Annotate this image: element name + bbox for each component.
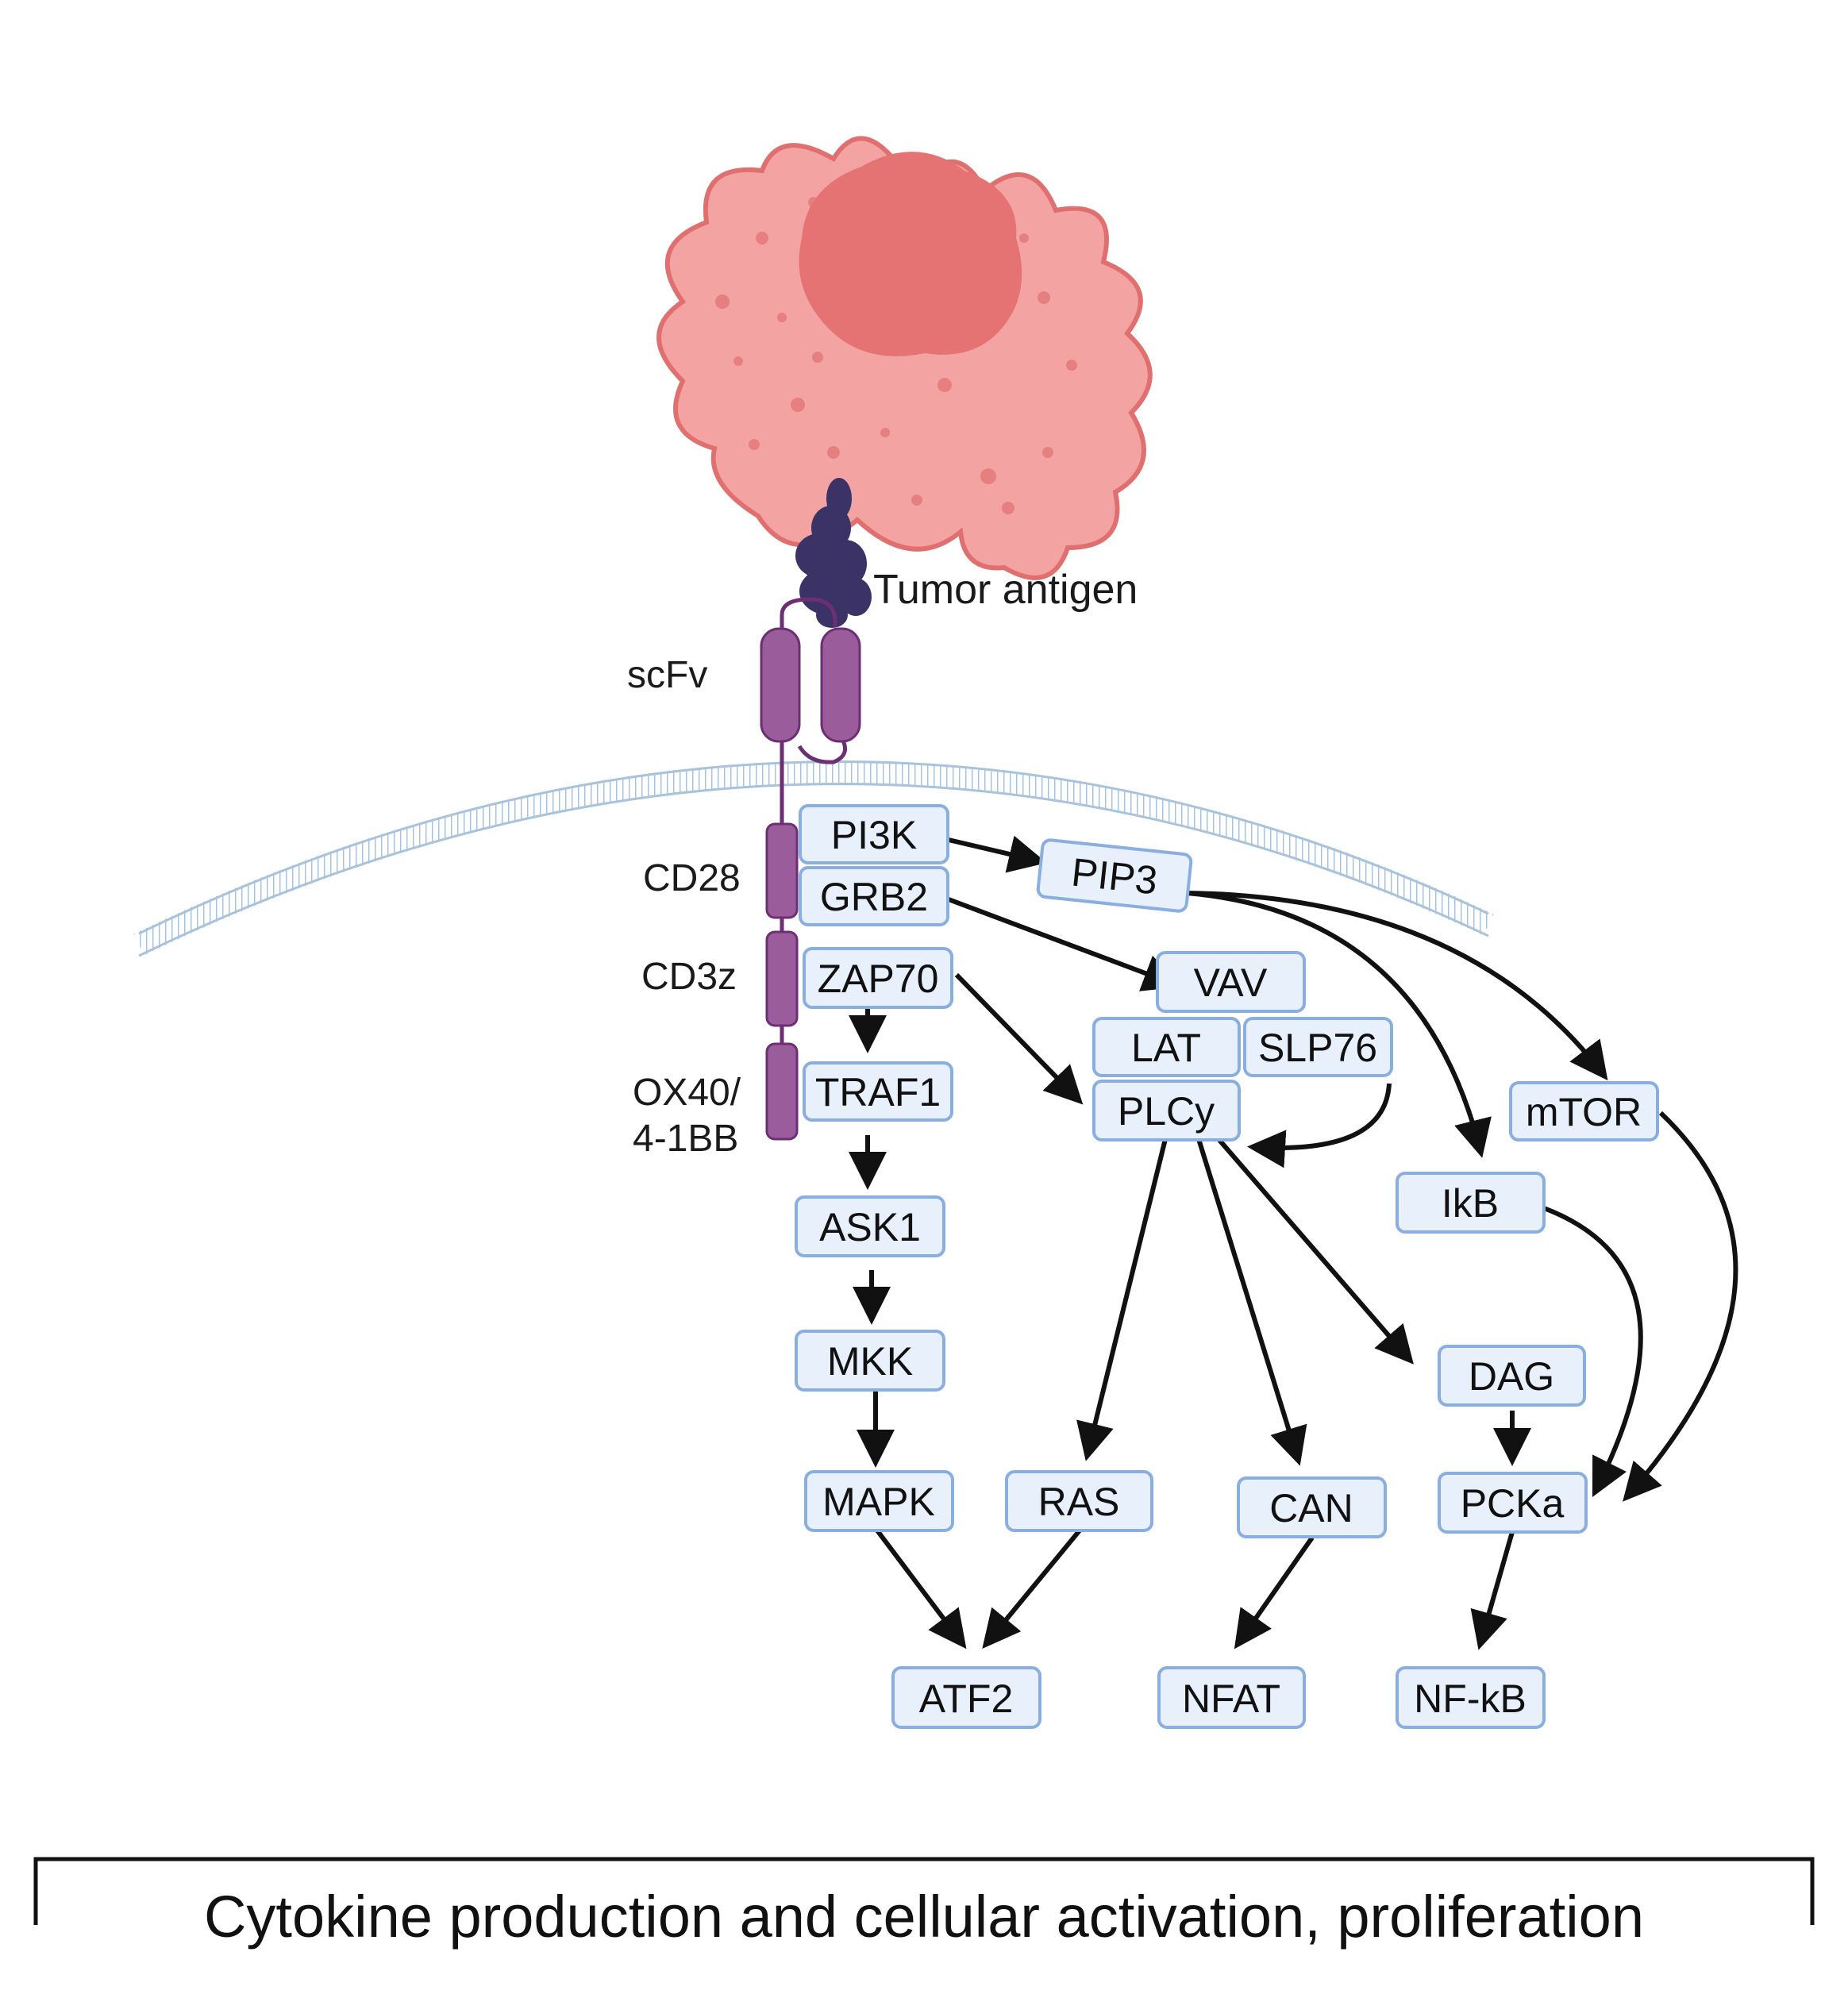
tumor-nucleus xyxy=(799,152,1022,356)
node-nfat-label: NFAT xyxy=(1182,1677,1280,1721)
node-pi3k: PI3K xyxy=(799,804,949,864)
node-atf2: ATF2 xyxy=(891,1666,1041,1729)
node-dag: DAG xyxy=(1438,1345,1586,1407)
node-plcy-label: PLCy xyxy=(1118,1089,1215,1134)
node-ras-label: RAS xyxy=(1038,1480,1120,1524)
node-vav: VAV xyxy=(1156,951,1306,1013)
node-pcka: PCKa xyxy=(1438,1472,1588,1534)
node-mtor: mTOR xyxy=(1509,1081,1659,1141)
node-mkk: MKK xyxy=(795,1330,945,1392)
node-pip3-label: PIP3 xyxy=(1069,849,1160,903)
node-vav-label: VAV xyxy=(1194,961,1268,1005)
tumor-antigen xyxy=(795,478,872,628)
tumor-cell-granules xyxy=(715,197,1077,514)
node-ikb: IkB xyxy=(1396,1172,1546,1234)
node-ask1: ASK1 xyxy=(795,1195,945,1257)
node-grb2: GRB2 xyxy=(799,866,949,926)
scfv-domain xyxy=(820,627,861,743)
node-can: CAN xyxy=(1237,1476,1387,1538)
node-ikb-label: IkB xyxy=(1442,1181,1499,1226)
scfv-label: scFv xyxy=(627,654,707,696)
outcome-text: Cytokine production and cellular activat… xyxy=(204,1884,1644,1950)
node-zap70-label: ZAP70 xyxy=(818,957,939,1001)
tumor-cell xyxy=(656,136,1153,580)
node-nfkb: NF-kB xyxy=(1396,1666,1546,1729)
node-ras: RAS xyxy=(1005,1470,1153,1532)
node-dag-label: DAG xyxy=(1469,1354,1554,1399)
node-pcka-label: PCKa xyxy=(1461,1481,1565,1526)
node-grb2-label: GRB2 xyxy=(820,875,928,919)
node-pip3: PIP3 xyxy=(1036,838,1193,913)
pathway-arrows xyxy=(849,835,1738,1650)
cd28-label: CD28 xyxy=(643,857,741,899)
node-mapk-label: MAPK xyxy=(822,1480,935,1524)
node-mapk: MAPK xyxy=(804,1470,954,1532)
node-zap70: ZAP70 xyxy=(803,947,953,1009)
cell-membrane xyxy=(133,760,1494,956)
cd28-domain xyxy=(765,822,799,919)
node-slp76-label: SLP76 xyxy=(1258,1026,1377,1070)
node-atf2-label: ATF2 xyxy=(919,1677,1014,1721)
node-lat: LAT xyxy=(1092,1017,1241,1077)
node-mkk-label: MKK xyxy=(827,1339,913,1384)
outcome-bracket xyxy=(33,1857,1815,1925)
ox40-label: OX40/ xyxy=(633,1072,741,1114)
node-traf1-label: TRAF1 xyxy=(815,1070,941,1114)
node-nfat: NFAT xyxy=(1157,1666,1306,1729)
cd3z-domain xyxy=(765,930,799,1027)
node-traf1: TRAF1 xyxy=(803,1061,953,1122)
scfv-domain xyxy=(760,627,801,743)
node-pi3k-label: PI3K xyxy=(831,813,917,857)
node-nfkb-label: NF-kB xyxy=(1414,1677,1527,1721)
node-lat-label: LAT xyxy=(1131,1026,1201,1070)
scfv-linker xyxy=(780,597,837,635)
car-receptor xyxy=(760,597,861,1141)
node-mtor-label: mTOR xyxy=(1526,1090,1642,1134)
ox40-domain xyxy=(765,1042,799,1141)
node-plcy: PLCy xyxy=(1092,1080,1241,1141)
node-ask1-label: ASK1 xyxy=(819,1205,921,1249)
node-can-label: CAN xyxy=(1269,1486,1353,1530)
tumor-antigen-label: Tumor antigen xyxy=(873,567,1138,613)
4-1bb-label: 4-1BB xyxy=(633,1118,738,1160)
node-slp76: SLP76 xyxy=(1243,1017,1393,1077)
cd3z-label: CD3z xyxy=(641,956,737,998)
